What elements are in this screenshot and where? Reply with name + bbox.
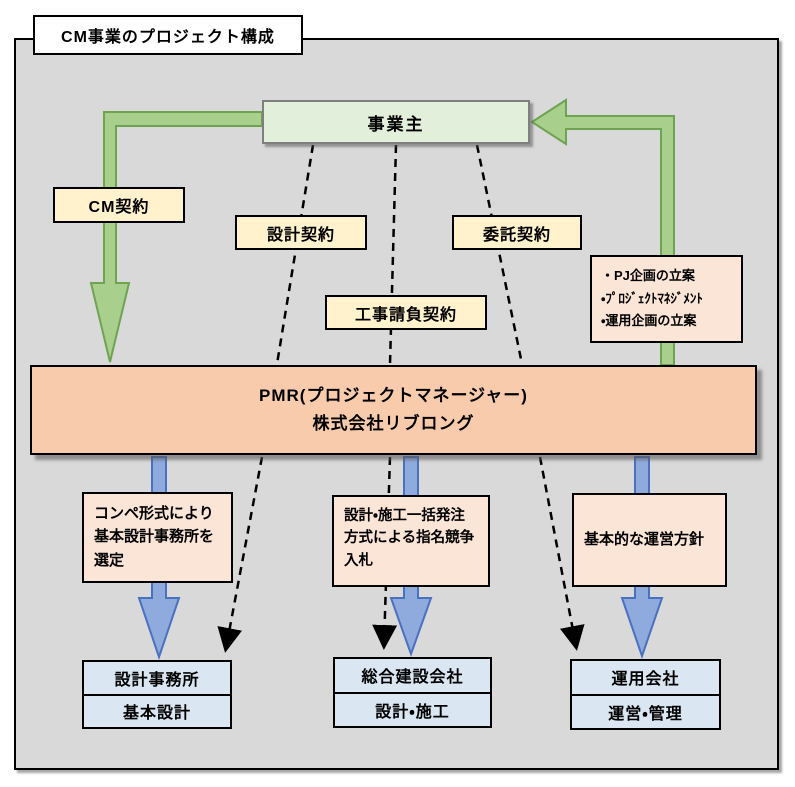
partner-name: 設計事務所 (84, 662, 230, 696)
construction-contract-label: 工事請負契約 (325, 295, 487, 330)
pmr-company-line: 株式会社リブロング (312, 414, 475, 433)
pj-task-item: ・運用企画の立案 (601, 313, 697, 329)
partner-role: 運営・管理 (608, 705, 683, 723)
pmr-title-line: PMR(プロジェクトマネージャー) (259, 385, 528, 405)
owner-box: 事業主 (262, 100, 530, 144)
note-operation-policy: 基本的な運営方針 (572, 493, 727, 587)
diagram-title: CM事業のプロジェクト構成 (33, 15, 303, 55)
partner-role: 設計・施工 (375, 703, 450, 721)
partner-design-office: 設計事務所 基本設計 (82, 660, 232, 729)
note-competition-selection: コンペ形式により 基本設計事務所を 選定 (82, 492, 233, 583)
pj-task-item: ・ﾌﾟﾛｼﾞｪｸﾄﾏﾈｼﾞﾒﾝﾄ (601, 290, 703, 306)
partner-name: 総合建設会社 (335, 659, 490, 694)
pj-task-item: ・PJ企画の立案 (601, 267, 695, 283)
entrust-contract-label: 委託契約 (452, 215, 582, 250)
pj-tasks-box: ・PJ企画の立案 ・ﾌﾟﾛｼﾞｪｸﾄﾏﾈｼﾞﾒﾝﾄ ・運用企画の立案 (590, 255, 743, 343)
pmr-box: PMR(プロジェクトマネージャー) 株式会社リブロング (30, 365, 757, 455)
partner-operation-company: 運用会社 運営・管理 (570, 659, 721, 730)
partner-general-contractor: 総合建設会社 設計・施工 (333, 657, 492, 728)
cm-contract-label: CM契約 (53, 187, 185, 223)
partner-role: 基本設計 (122, 705, 191, 723)
partner-name: 運用会社 (572, 661, 719, 696)
design-contract-label: 設計契約 (235, 215, 367, 250)
note-design-build-bid: 設計・施工一括発注 方式による指名競争 入札 (332, 495, 490, 587)
